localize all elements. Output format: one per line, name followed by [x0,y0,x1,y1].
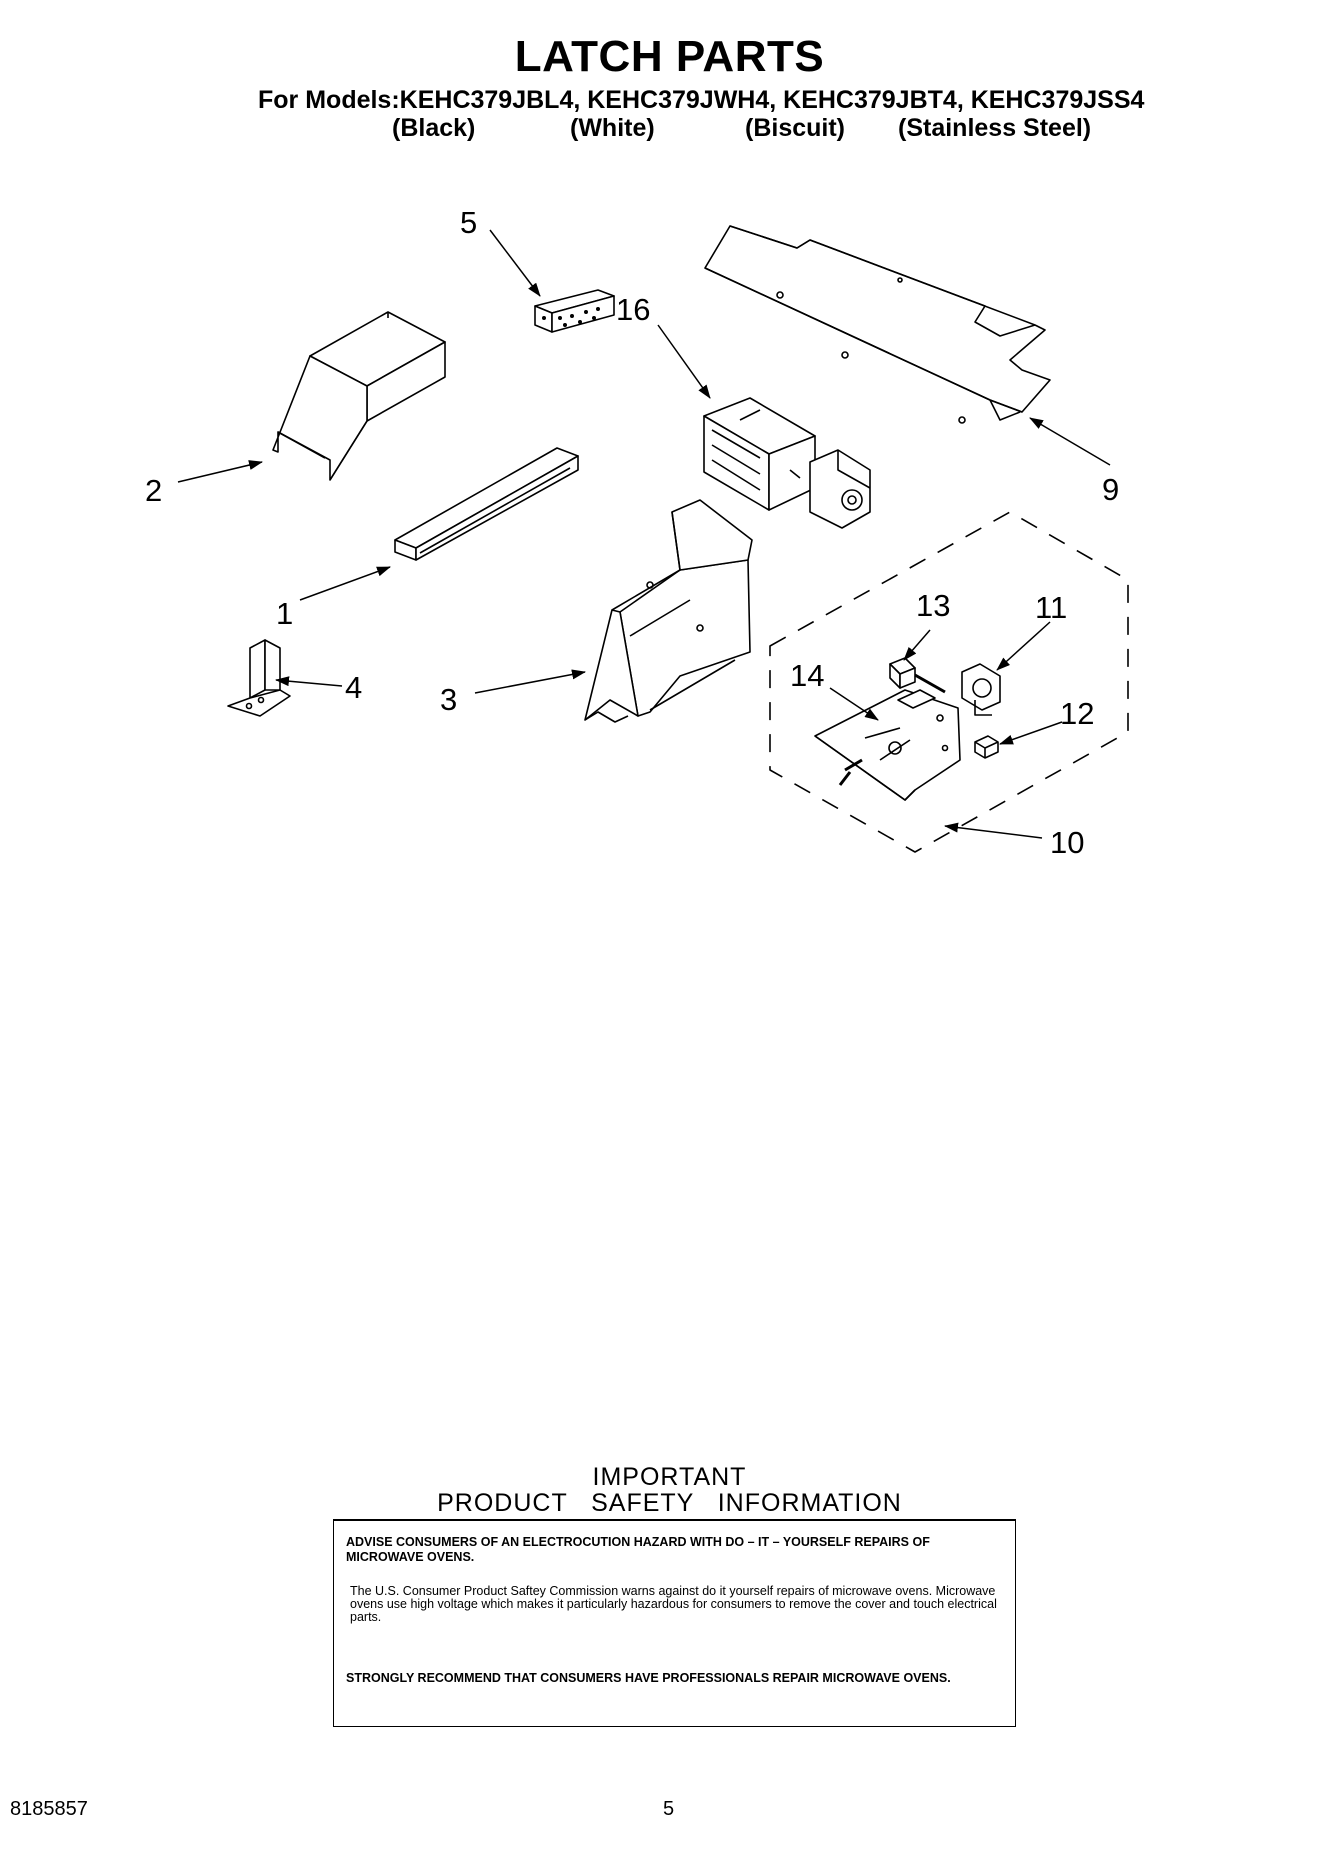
models-line: For Models:KEHC379JBL4, KEHC379JWH4, KEH… [258,86,1145,114]
callout-1: 1 [276,596,293,631]
safety-recommend-text: STRONGLY RECOMMEND THAT CONSUMERS HAVE P… [346,1671,951,1685]
callout-4: 4 [345,670,362,705]
part-12-clip [974,735,999,759]
part-11-solenoid [961,663,1001,716]
callout-5: 5 [460,205,477,240]
part-9-shield [704,225,1051,424]
callout-2: 2 [145,473,162,508]
callout-9: 9 [1102,472,1119,507]
part-16-latch-assembly [703,397,871,529]
part-3-bracket [584,499,753,723]
part-4-bracket [227,639,291,717]
callout-12: 12 [1060,696,1094,731]
callout-11: 11 [1035,590,1067,625]
callout-16: 16 [616,292,650,327]
safety-info-box: ADVISE CONSUMERS OF AN ELECTROCUTION HAZ… [333,1519,1016,1727]
leader-arrows [177,229,1111,839]
callout-14: 14 [790,658,824,693]
safety-heading-important: IMPORTANT [592,1463,747,1491]
color-stainless-steel: (Stainless Steel) [898,114,1092,142]
page-title: LATCH PARTS [514,32,825,81]
exploded-parts-diagram: 5 16 9 2 1 4 3 10 13 11 12 14 [145,205,1129,860]
callout-3: 3 [440,682,457,717]
callout-13: 13 [916,588,950,623]
part-13-switch [889,657,946,694]
color-white: (White) [570,114,655,142]
part-1-channel [394,447,579,561]
part-number: 8185857 [10,1798,88,1820]
safety-body-text: The U.S. Consumer Product Saftey Commiss… [350,1584,997,1624]
safety-advise-text: ADVISE CONSUMERS OF AN ELECTROCUTION HAZ… [346,1535,930,1564]
color-black: (Black) [392,114,476,142]
color-biscuit: (Biscuit) [745,114,845,142]
safety-heading-title: PRODUCT SAFETY INFORMATION [437,1489,902,1517]
callout-10: 10 [1050,825,1084,860]
page-number: 5 [663,1798,675,1820]
part-14-latch-plate [814,689,961,801]
part-2-bracket [272,311,446,481]
part-5-block [534,289,615,333]
kit-10-dashed-outline [769,511,1129,853]
